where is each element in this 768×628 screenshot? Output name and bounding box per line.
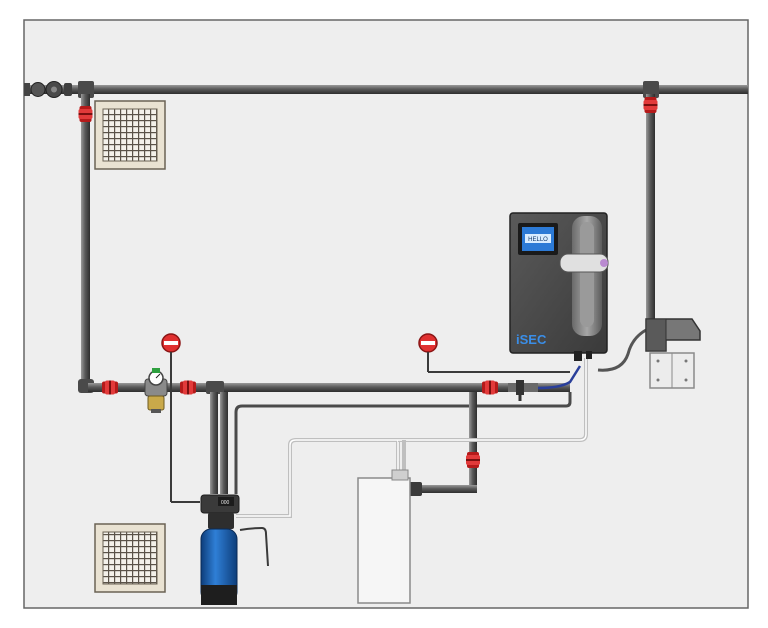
chemical-tank bbox=[357, 469, 411, 604]
device-display: HELLO bbox=[518, 223, 558, 255]
distribution-pipe bbox=[88, 380, 570, 395]
water-softener: 000 bbox=[200, 494, 269, 605]
wall-tap-right bbox=[418, 333, 570, 373]
control-unit: HELLO iSEC bbox=[509, 212, 609, 361]
pressure-reducing-valve bbox=[144, 368, 168, 413]
wall-tap-left bbox=[161, 333, 200, 503]
injection-fitting bbox=[508, 365, 582, 401]
ventilation-grille-bottom bbox=[94, 523, 166, 593]
right-riser-pipe bbox=[643, 94, 658, 324]
svg-text:000: 000 bbox=[221, 500, 230, 506]
main-supply-pipe bbox=[24, 81, 748, 98]
brine-line bbox=[236, 358, 588, 518]
softener-feed-pipes bbox=[210, 392, 572, 494]
device-screen-text: HELLO bbox=[528, 237, 548, 243]
device-brand-label: iSEC bbox=[516, 332, 547, 347]
drain-assembly bbox=[597, 318, 701, 389]
ventilation-grille-top bbox=[94, 100, 166, 170]
device-flow-cell bbox=[559, 216, 609, 336]
